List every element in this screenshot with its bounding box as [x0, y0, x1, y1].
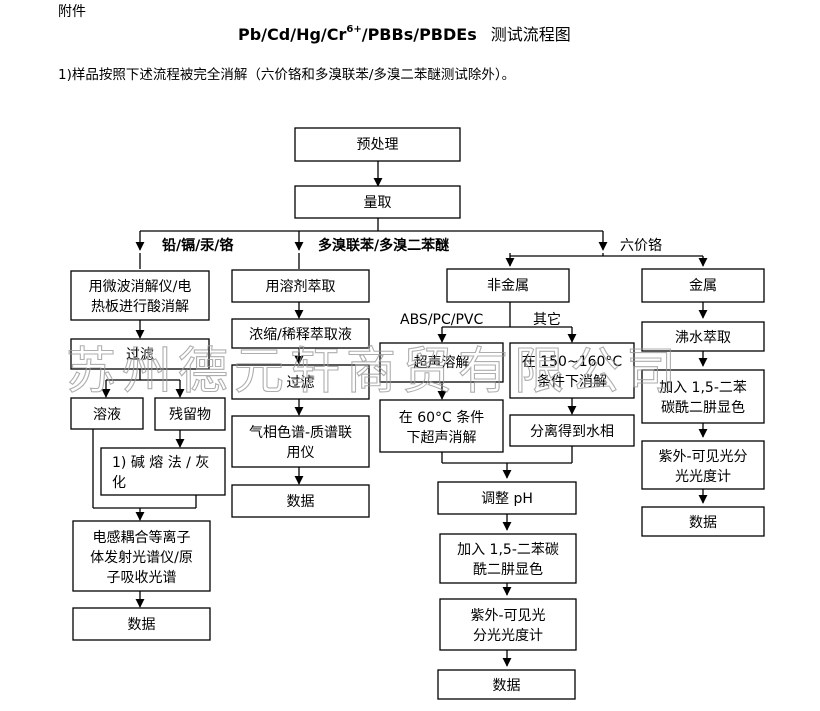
node-alkali: 1) 碱 熔 法 / 灰 化: [100, 447, 226, 496]
connectors: [92, 161, 708, 667]
node-ultrasonic: 超声溶解: [379, 342, 504, 383]
node-separate: 分离得到水相: [509, 414, 635, 447]
node-pretreat: 预处理: [294, 127, 461, 162]
svg-text:用微波消解仪/电: 用微波消解仪/电: [89, 279, 192, 295]
svg-text:酰二肼显色: 酰二肼显色: [473, 561, 543, 578]
svg-text:用仪: 用仪: [287, 445, 315, 461]
svg-text:下超声消解: 下超声消解: [407, 430, 477, 446]
svg-text:调整 pH: 调整 pH: [481, 491, 533, 507]
svg-text:电感耦合等离子: 电感耦合等离子: [93, 529, 191, 546]
svg-text:化: 化: [112, 475, 126, 491]
svg-text:分光光度计: 分光光度计: [473, 628, 543, 644]
attachment-label: 附件: [58, 4, 86, 20]
node-boil: 沸水萃取: [641, 321, 765, 352]
svg-text:气相色谱-质谱联: 气相色谱-质谱联: [249, 424, 352, 441]
svg-text:体发射光谱仪/原: 体发射光谱仪/原: [90, 550, 193, 566]
branch-label-heavy-metals: 铅/镉/汞/铬: [161, 237, 234, 254]
node-solvent: 用溶剂萃取: [231, 269, 370, 303]
node-filter1: 过滤: [70, 338, 210, 370]
node-solution: 溶液: [70, 397, 144, 430]
svg-text:用溶剂萃取: 用溶剂萃取: [266, 279, 336, 295]
node-filter2: 过滤: [231, 364, 370, 400]
node-gcms: 气相色谱-质谱联 用仪: [231, 415, 370, 468]
svg-text:在 150~160°C: 在 150~160°C: [522, 354, 623, 370]
svg-text:残留物: 残留物: [169, 407, 211, 423]
svg-text:超声溶解: 超声溶解: [414, 355, 470, 371]
node-microwave: 用微波消解仪/电 热板进行酸消解: [70, 270, 210, 321]
svg-text:数据: 数据: [689, 515, 717, 531]
node-adjust: 调整 pH: [437, 481, 577, 515]
node-uv-mid: 紫外-可见光 分光光度计: [439, 598, 577, 651]
svg-text:数据: 数据: [493, 678, 521, 694]
branch-label-pbb: 多溴联苯/多溴二苯醚: [318, 237, 449, 254]
svg-text:子吸收光谱: 子吸收光谱: [107, 570, 177, 586]
svg-text:加入 1,5-二苯碳: 加入 1,5-二苯碳: [457, 541, 559, 558]
svg-text:溶液: 溶液: [93, 407, 121, 423]
node-data3: 数据: [437, 669, 576, 700]
branch-label-other: 其它: [533, 311, 561, 328]
node-add-mid: 加入 1,5-二苯碳 酰二肼显色: [439, 533, 577, 584]
node-nonmetal: 非金属: [446, 268, 570, 303]
svg-text:光光度计: 光光度计: [675, 469, 731, 485]
svg-text:量取: 量取: [364, 195, 392, 211]
svg-text:1) 碱 熔 法 / 灰: 1) 碱 熔 法 / 灰: [112, 455, 209, 471]
svg-text:热板进行酸消解: 热板进行酸消解: [91, 299, 189, 315]
watermark-text: 苏州德元轩商贸有限公司: [66, 342, 682, 400]
svg-text:数据: 数据: [128, 617, 156, 633]
node-measure: 量取: [294, 185, 461, 219]
svg-text:分离得到水相: 分离得到水相: [530, 423, 614, 440]
svg-text:沸水萃取: 沸水萃取: [675, 330, 731, 346]
svg-text:紫外-可见光分: 紫外-可见光分: [658, 449, 747, 465]
node-metal: 金属: [641, 268, 765, 303]
svg-text:碳酰二肼显色: 碳酰二肼显色: [661, 399, 745, 416]
svg-text:条件下消解: 条件下消解: [537, 373, 607, 390]
node-concentrate: 浓缩/稀释萃取液: [231, 318, 370, 349]
svg-text:非金属: 非金属: [487, 278, 529, 294]
node-icp: 电感耦合等离子 体发射光谱仪/原 子吸收光谱: [72, 520, 211, 592]
svg-text:紫外-可见光: 紫外-可见光: [470, 608, 545, 624]
branch-label-cr6: 六价铬: [620, 238, 662, 254]
svg-text:加入 1,5-二苯: 加入 1,5-二苯: [659, 379, 747, 396]
node-at150: 在 150~160°C 条件下消解: [509, 342, 635, 399]
node-uv-right: 紫外-可见光分 光光度计: [641, 440, 765, 490]
node-data2: 数据: [231, 484, 370, 518]
svg-text:数据: 数据: [287, 494, 315, 510]
svg-text:浓缩/稀释萃取液: 浓缩/稀释萃取液: [249, 327, 352, 343]
node-at60: 在 60°C 条件 下超声消解: [379, 399, 504, 453]
node-data4: 数据: [641, 506, 765, 537]
intro-note: 1)样品按照下述流程被完全消解（六价铬和多溴联苯/多溴二苯醚测试除外）。: [58, 66, 515, 83]
svg-text:过滤: 过滤: [126, 347, 154, 363]
node-data1: 数据: [72, 607, 211, 641]
svg-text:在 60°C 条件: 在 60°C 条件: [399, 409, 485, 426]
svg-text:金属: 金属: [689, 278, 717, 294]
node-residue: 残留物: [154, 397, 226, 431]
svg-text:过滤: 过滤: [287, 375, 315, 391]
branch-label-abs: ABS/PC/PVC: [400, 312, 483, 328]
node-add-right: 加入 1,5-二苯 碳酰二肼显色: [641, 369, 765, 424]
svg-text:预处理: 预处理: [357, 137, 399, 153]
